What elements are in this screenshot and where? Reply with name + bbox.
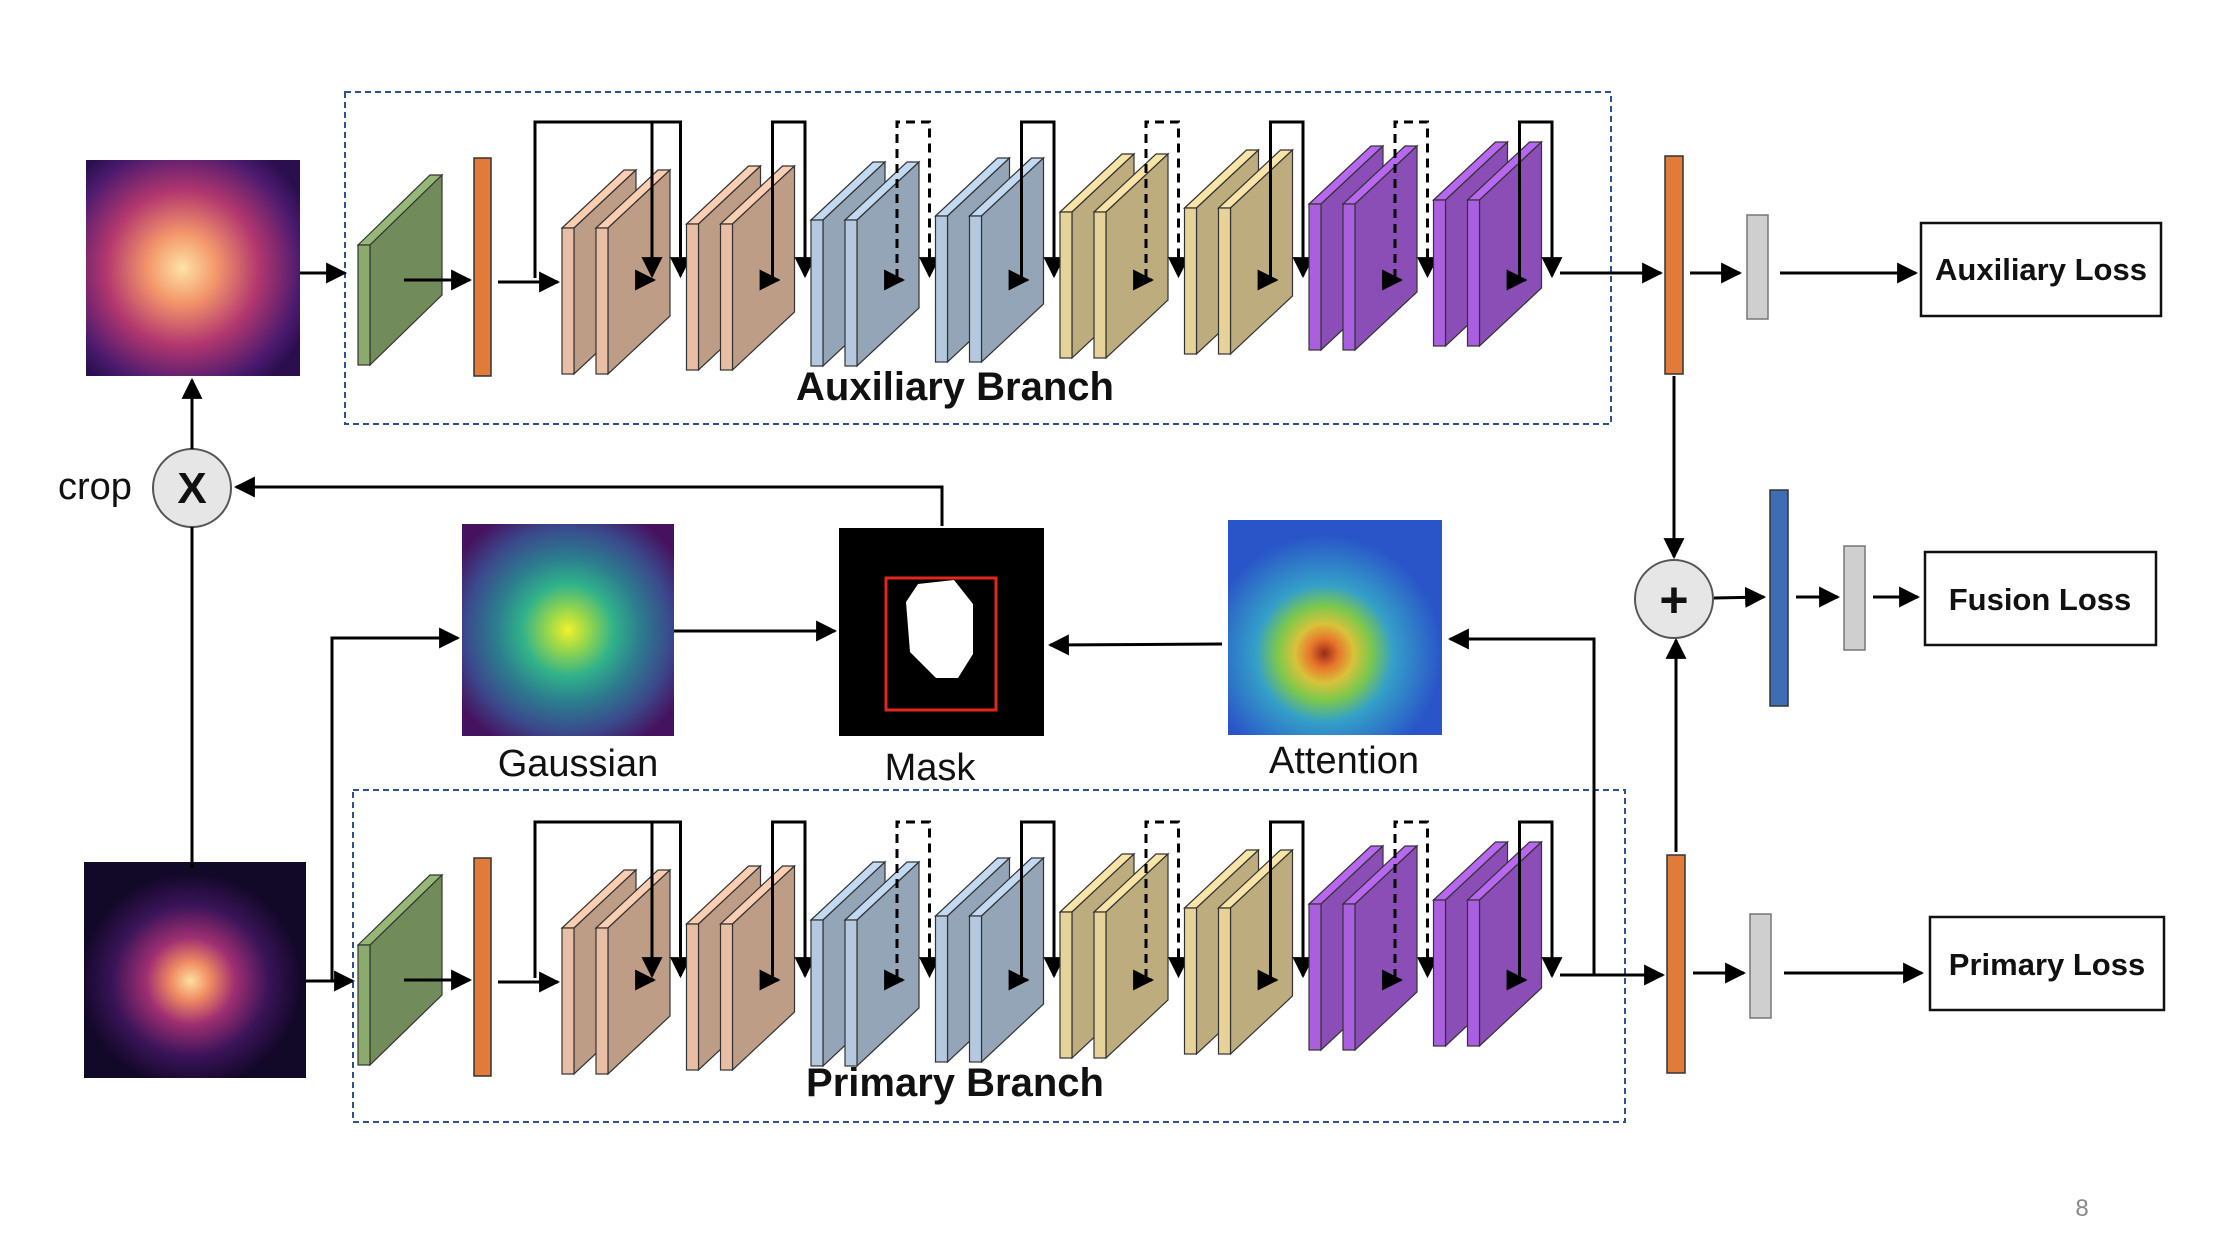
fusion-loss-box [1923, 550, 2158, 647]
input-image-cropped [86, 160, 300, 376]
primary-loss-label: Primary Loss [1949, 947, 2145, 982]
fusion-add-symbol: + [1659, 572, 1688, 628]
aux-block4-skip-arrow [1020, 120, 1065, 279]
pri-pool-layer [473, 857, 492, 1077]
auxiliary-branch-box [344, 91, 1612, 425]
mask-region [906, 580, 973, 678]
fusion-add-node [1634, 559, 1714, 639]
primary-branch-layers [356, 820, 1563, 1077]
gaussian-map [462, 524, 674, 736]
aux-block2-skip-arrow [771, 120, 816, 279]
pri-block5-skip-arrow [1144, 820, 1189, 979]
auxiliary-branch-layers [356, 120, 1563, 377]
aux-stage1-block2-conv-b [718, 164, 797, 372]
aux-stage4-block8-conv-b [1465, 140, 1544, 348]
pri-output-layer [1666, 854, 1686, 1074]
pri-block6-skip-arrow [1269, 820, 1314, 979]
aux-conv-layer [356, 173, 444, 367]
arrow-primary-to-attention [1447, 628, 1596, 975]
primary-branch-label: Primary Branch [806, 1061, 1104, 1105]
pri-fc-layer [1749, 913, 1772, 1019]
aux-output-layer [1664, 155, 1684, 375]
fusion-layer [1769, 489, 1789, 707]
pri-stage2-block4-conv-b [967, 856, 1046, 1064]
auxiliary-loss-label: Auxiliary Loss [1935, 252, 2147, 287]
aux-pool-layer [473, 157, 492, 377]
aux-block5-skip-arrow [1144, 120, 1189, 279]
aux-fc-layer [1746, 214, 1769, 320]
pri-stage3-block6-conv-b [1216, 848, 1295, 1056]
gaussian-label: Gaussian [498, 743, 659, 785]
aux-stage2-block3-conv-b [843, 160, 921, 368]
pri-stage3-block5-conv-b [1092, 852, 1170, 1060]
auxiliary-loss-box [1919, 221, 2163, 318]
mask-bounding-box [884, 576, 998, 712]
attention-label: Attention [1269, 740, 1419, 782]
pri-conv-layer [356, 873, 444, 1067]
crop-label: crop [58, 466, 132, 508]
arrow-fuse-to-fusion-layer [1713, 586, 1767, 608]
pri-block7-skip-arrow [1393, 820, 1438, 979]
mask-label: Mask [885, 747, 977, 789]
aux-block3-skip-arrow [895, 120, 940, 279]
page-number: 8 [2075, 1195, 2088, 1222]
crop-multiply-symbol: X [177, 464, 206, 513]
pri-stage1-block2-conv-b [718, 864, 797, 1072]
input-image-full [84, 862, 306, 1078]
pri-block2-skip-arrow [771, 820, 816, 979]
pri-stage4-block7-conv-b [1341, 844, 1419, 1052]
fusion-loss-label: Fusion Loss [1949, 582, 2132, 617]
aux-block7-skip-arrow [1393, 120, 1438, 279]
pri-block4-skip-arrow [1020, 820, 1065, 979]
arrow-attention-to-mask [1047, 634, 1223, 656]
aux-block6-skip-arrow [1269, 120, 1314, 279]
pri-block3-skip-arrow [895, 820, 940, 979]
auxiliary-branch-label: Auxiliary Branch [796, 365, 1114, 409]
arrow-input-to-gaussian [330, 627, 461, 981]
primary-loss-box [1928, 915, 2166, 1012]
attention-map [1228, 520, 1442, 735]
arrow-mask-to-crop [233, 476, 944, 526]
pri-block8-skip-arrow [1518, 820, 1563, 979]
aux-block8-skip-arrow [1518, 120, 1563, 279]
pri-stage4-block8-conv-b [1465, 840, 1544, 1048]
aux-stage2-block4-conv-b [967, 156, 1046, 364]
pri-block1-skip-arrow [533, 820, 691, 979]
aux-block1-skip-arrow [533, 120, 691, 279]
fusion-fc-layer [1843, 545, 1866, 651]
primary-branch-box [352, 789, 1626, 1123]
aux-stage3-block5-conv-b [1092, 152, 1170, 360]
